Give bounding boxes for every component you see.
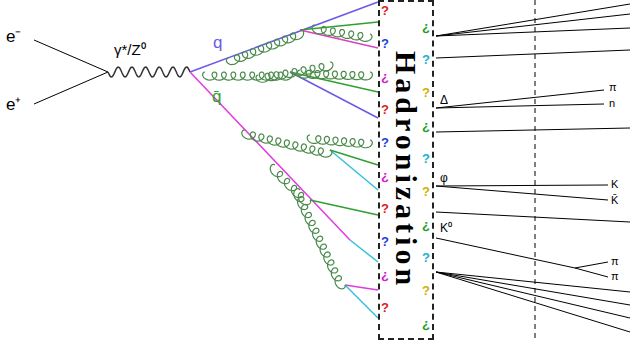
particle-label: γ*/Z⁰ bbox=[114, 42, 146, 57]
gluon-curl bbox=[312, 25, 372, 41]
particle-label: K⁰ bbox=[440, 222, 452, 234]
particle-label: q bbox=[213, 34, 222, 51]
gluon-curl bbox=[270, 164, 310, 204]
photon-wave bbox=[108, 67, 190, 77]
question-mark: ¿ bbox=[381, 169, 389, 182]
gluon-curl bbox=[307, 135, 372, 148]
particle-label: K bbox=[611, 179, 618, 190]
particle-label: K̄ bbox=[611, 195, 618, 206]
particle-label: e⁻ bbox=[6, 28, 21, 45]
gluon-curl bbox=[294, 189, 345, 289]
question-mark: ? bbox=[381, 136, 389, 149]
question-mark: ¿ bbox=[422, 218, 430, 231]
lepton-lines bbox=[34, 40, 108, 104]
question-mark: ? bbox=[381, 235, 389, 248]
question-mark: ? bbox=[381, 37, 389, 50]
question-mark: ? bbox=[422, 251, 430, 264]
question-mark: ? bbox=[422, 185, 430, 198]
question-mark: ? bbox=[381, 301, 389, 314]
question-mark: ? bbox=[381, 4, 389, 17]
question-mark: ? bbox=[422, 86, 430, 99]
question-mark: ? bbox=[422, 53, 430, 66]
gluon-curl bbox=[297, 70, 372, 80]
particle-label: π bbox=[611, 256, 619, 267]
parton-lines bbox=[190, 2, 378, 318]
particle-label: φ bbox=[440, 172, 448, 184]
question-mark: ? bbox=[381, 103, 389, 116]
particle-label: Δ bbox=[440, 94, 448, 106]
gluon-curl bbox=[226, 30, 303, 65]
hadron-tracks bbox=[436, 0, 630, 341]
particle-label: π bbox=[611, 271, 619, 282]
particle-label: n bbox=[609, 98, 615, 109]
question-mark: ? bbox=[422, 284, 430, 297]
particle-label: q̄ bbox=[212, 88, 221, 105]
question-mark: ¿ bbox=[381, 70, 389, 83]
question-mark: ¿ bbox=[422, 20, 430, 33]
particle-label: π bbox=[609, 82, 617, 93]
box-title: Hadronization bbox=[389, 51, 423, 289]
question-mark: ¿ bbox=[381, 268, 389, 281]
question-mark: ¿ bbox=[422, 119, 430, 132]
question-mark: ? bbox=[381, 202, 389, 215]
gluon-curls bbox=[203, 25, 373, 289]
question-mark: ? bbox=[422, 152, 430, 165]
question-mark: ¿ bbox=[422, 317, 430, 330]
particle-label: e⁺ bbox=[6, 96, 21, 113]
